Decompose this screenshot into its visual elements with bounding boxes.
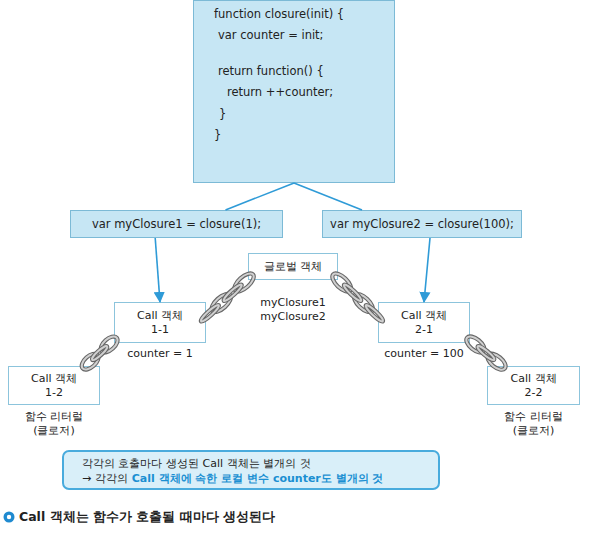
outside-label: 함수 리터럴 (클로저)	[498, 410, 570, 438]
outside-label-group: 함수 리터럴 (클로저)	[448, 410, 590, 438]
call-object-box: Call 객체 2-2함수 리터럴 (클로저)	[487, 366, 580, 405]
outside-label-group: counter = 1	[75, 347, 245, 361]
chain-connector	[464, 333, 509, 372]
chain-link	[342, 283, 362, 303]
note-highlight: Call 객체에 속한 로컬 변수 counter도 별개의 것	[132, 472, 384, 485]
arrow-connector	[225, 183, 294, 210]
chain-link	[329, 270, 354, 294]
chain-link	[464, 333, 488, 355]
chain-link	[364, 304, 384, 324]
outside-label: 함수 리터럴 (클로저)	[18, 410, 90, 438]
chain-connector	[329, 270, 384, 323]
chain-link	[232, 270, 257, 294]
chain-link	[79, 351, 101, 373]
chain-link	[464, 333, 488, 355]
arrow-connector	[294, 183, 362, 210]
statement-text: var myClosure1 = closure(1);	[92, 217, 261, 231]
box-title: Call 객체 2-2	[505, 372, 563, 400]
call-object-box: Call 객체 1-2함수 리터럴 (클로저)	[8, 366, 100, 405]
chain-link	[222, 283, 243, 303]
code-line: function closure(init) {	[214, 7, 344, 21]
box-title: Call 객체 1-1	[131, 309, 189, 337]
code-box: function closure(init) { var counter = in…	[193, 0, 395, 183]
code-line: }	[214, 128, 221, 142]
note-text: → 각각의	[82, 472, 128, 485]
figure-caption: Call 객체는 함수가 호출될 때마다 생성된다	[19, 509, 275, 526]
call-statement-box: var myClosure1 = closure(1);	[70, 210, 283, 238]
bullet-center	[7, 515, 11, 519]
chain-link	[485, 351, 509, 373]
chain-link	[98, 334, 120, 356]
note-box: 각각의 호출마다 생성된 Call 객체는 별개의 것→ 각각의 Call 객체에…	[62, 450, 440, 490]
chain-link	[476, 344, 496, 361]
outside-label: myClosure2	[209, 310, 377, 324]
bullet-disc	[4, 512, 15, 523]
box-title: 글로벌 객체	[264, 260, 323, 274]
box-title: Call 객체 2-1	[395, 309, 453, 337]
call-statement-box: var myClosure2 = closure(100);	[322, 210, 522, 238]
note-line-group: → 각각의 Call 객체에 속한 로컬 변수 counter도 별개의 것	[82, 471, 438, 486]
call-object-box: Call 객체 2-1counter = 100	[378, 302, 470, 343]
chain-link	[79, 351, 101, 373]
outside-label-group: myClosure1myClosure2	[209, 296, 377, 324]
outside-label: counter = 100	[339, 347, 509, 361]
chain-link	[91, 345, 109, 362]
outside-label: myClosure1	[209, 296, 377, 310]
chain-link	[329, 270, 354, 294]
code-line: return function() {	[218, 64, 324, 78]
chain-link	[351, 291, 376, 315]
box-title: Call 객체 1-2	[25, 372, 83, 400]
code-line: }	[219, 107, 226, 121]
code-line: return ++counter;	[227, 85, 333, 99]
chain-link	[98, 334, 120, 356]
chain-link	[91, 345, 109, 362]
arrow-connector	[155, 238, 160, 302]
chain-link	[364, 304, 384, 324]
chain-link	[485, 351, 509, 373]
chain-link	[476, 344, 496, 361]
call-object-box: Call 객체 1-1counter = 1	[114, 302, 206, 343]
outside-label-group: counter = 100	[339, 347, 509, 361]
chain-connector	[199, 270, 256, 323]
outside-label: counter = 1	[75, 347, 245, 361]
chain-link	[199, 303, 220, 323]
statement-text: var myClosure2 = closure(100);	[330, 217, 514, 231]
chain-link	[199, 303, 220, 323]
chain-link	[222, 283, 243, 303]
outside-label-group: 함수 리터럴 (클로저)	[0, 410, 139, 438]
chain-connector	[79, 334, 120, 373]
chain-link	[342, 283, 362, 303]
global-object-box: 글로벌 객체myClosure1myClosure2	[248, 253, 338, 280]
chain-link	[209, 291, 234, 315]
chain-link	[351, 291, 376, 315]
chain-link	[209, 291, 234, 315]
code-line: var counter = init;	[218, 28, 324, 42]
note-line: 각각의 호출마다 생성된 Call 객체는 별개의 것	[82, 456, 438, 471]
arrow-connector	[424, 238, 430, 302]
chain-link	[232, 270, 257, 294]
